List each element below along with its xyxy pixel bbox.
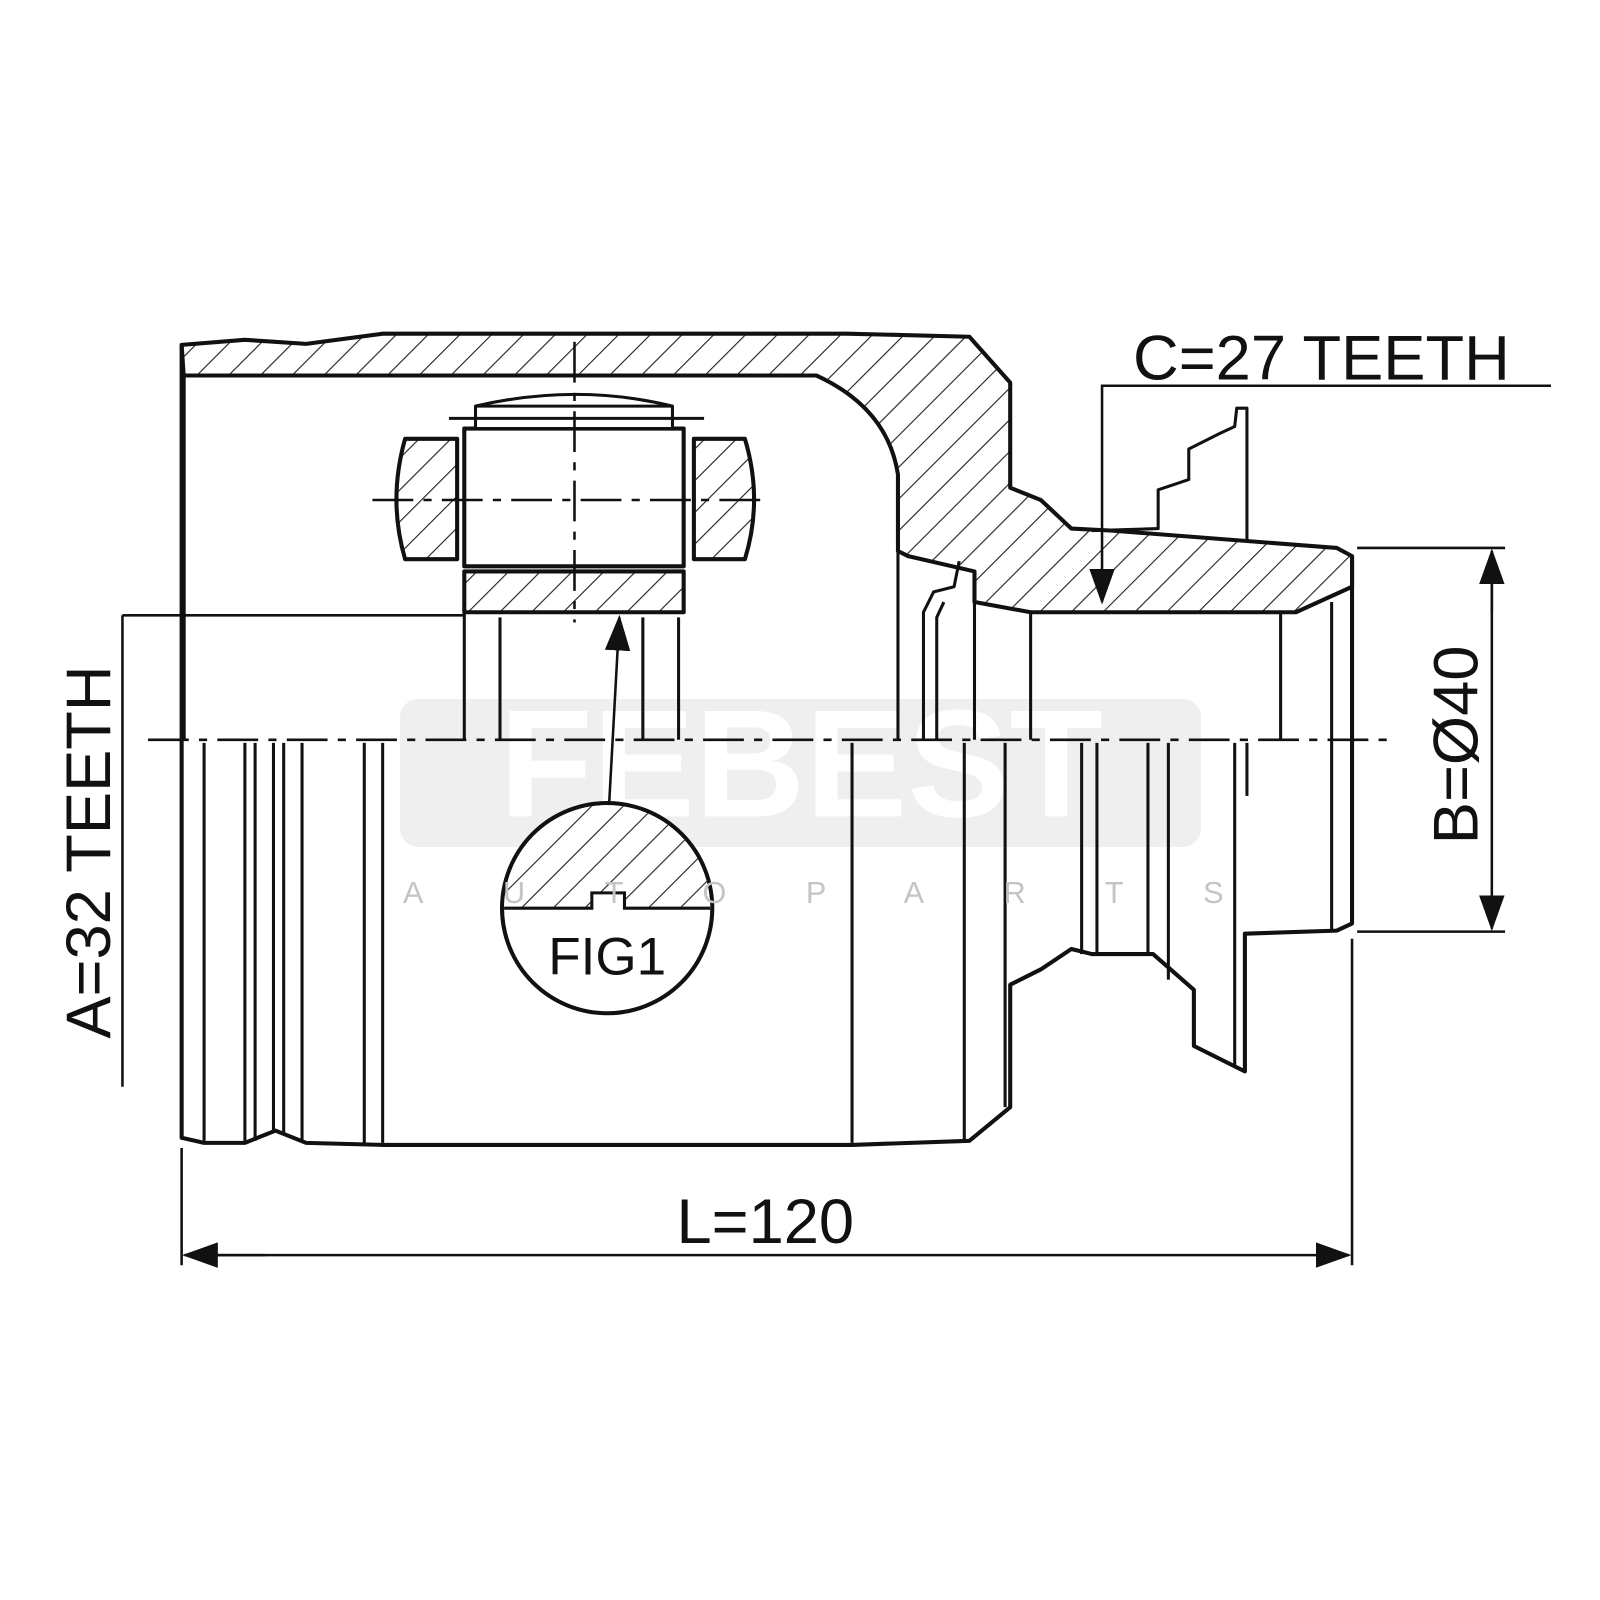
- fig1-detail: FIG1: [499, 614, 715, 1016]
- watermark-tagline: AUTOPARTS: [403, 876, 1303, 910]
- housing-outline: [179, 344, 1355, 1147]
- groove-lines: [202, 551, 1334, 1143]
- dimension-b-label: B=Ø40: [1422, 646, 1492, 845]
- fig1-label: FIG1: [548, 927, 666, 986]
- dimension-l-label: L=120: [676, 1187, 854, 1257]
- housing-section: [179, 331, 1355, 615]
- dimension-c-label: C=27 TEETH: [1133, 324, 1510, 394]
- boot-clamp: [1091, 406, 1249, 541]
- center-lines: [147, 341, 1388, 742]
- dimension-a-label: A=32 TEETH: [54, 665, 124, 1038]
- dimension-lines: [121, 384, 1552, 1268]
